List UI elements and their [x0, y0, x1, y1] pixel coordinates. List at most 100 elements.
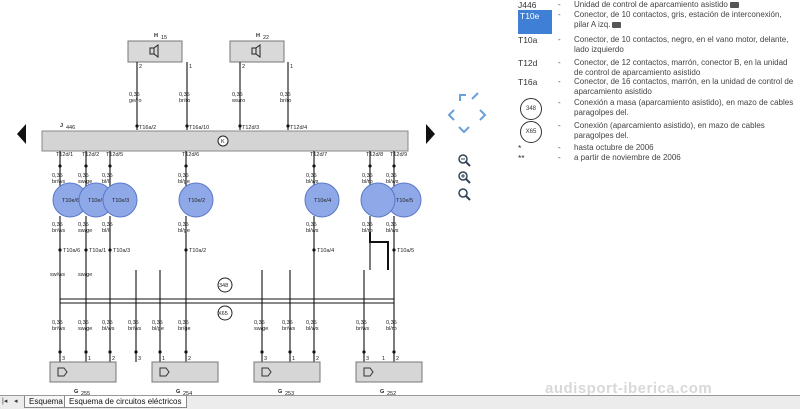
- pan-up-left-icon[interactable]: [456, 91, 472, 107]
- legend-description: Conector, de 10 contactos, gris, estació…: [574, 10, 782, 29]
- wire-color: bl/li: [102, 228, 110, 234]
- legend-dash: -: [558, 153, 561, 162]
- speaker-label: H: [154, 33, 158, 39]
- sensor-label: G: [176, 389, 180, 395]
- ground-k-letter: K: [221, 139, 225, 145]
- legend-description: Unidad de control de aparcamiento asisti…: [574, 0, 798, 10]
- sensor-pin: 3: [138, 356, 141, 362]
- tab-prev-icon[interactable]: ◂: [14, 398, 18, 405]
- connector-label: T10e/5: [396, 198, 413, 204]
- legend-description: Conexión a masa (aparcamiento asistido),…: [574, 98, 794, 117]
- legend-code[interactable]: 348: [520, 98, 542, 120]
- junction-dot: [135, 124, 139, 128]
- wire-gauge: 0,35: [102, 320, 113, 326]
- connector-t10a-label: T10a/4: [317, 248, 334, 254]
- watermark: audisport-iberica.com: [545, 380, 713, 397]
- wire-color: br/ro: [280, 98, 291, 104]
- connector-t10a-label: T10a/6: [63, 248, 80, 254]
- connector-label: T10e/4: [314, 198, 331, 204]
- wire-gauge: 0,35: [386, 222, 397, 228]
- wire-gauge: 0,35: [232, 92, 243, 98]
- wire-color: bl/ws: [306, 228, 319, 234]
- wire-gauge: 0,35: [78, 320, 89, 326]
- wire-gauge: 0,35: [306, 222, 317, 228]
- speaker-label-sub: 15: [161, 35, 167, 41]
- previous-page-icon[interactable]: [17, 124, 26, 144]
- wire-gauge: 0,35: [178, 320, 189, 326]
- legend-code[interactable]: T12d: [518, 58, 538, 68]
- pan-right-icon[interactable]: [474, 106, 490, 122]
- wire-color: bl/ws: [386, 228, 399, 234]
- wire-gauge: 0,35: [152, 320, 163, 326]
- legend-code[interactable]: X65: [520, 121, 542, 143]
- wire-gauge: 0,35: [306, 173, 317, 179]
- sensor-pin: 2: [396, 356, 399, 362]
- wire-color: bl/ws: [386, 179, 399, 185]
- unit-bottom-pin: T12d/6: [182, 152, 199, 158]
- tab-first-icon[interactable]: |◂: [2, 398, 8, 405]
- legend-dash: -: [558, 58, 561, 67]
- sensor-pin: 1: [88, 356, 91, 362]
- junction-dot: [260, 350, 264, 354]
- wire-color: bl/ro: [362, 228, 373, 234]
- wire-gauge: 0,35: [128, 320, 139, 326]
- next-page-icon[interactable]: [426, 124, 435, 144]
- junction-dot: [368, 164, 372, 168]
- junction-dot: [134, 350, 138, 354]
- unit-bottom-pin: T12d/1: [56, 152, 73, 158]
- zoom-out-icon[interactable]: [456, 152, 472, 168]
- connector-t10e: [102, 182, 138, 218]
- legend-description: a partir de noviembre de 2006: [574, 153, 681, 162]
- legend-code[interactable]: *: [518, 143, 522, 153]
- junction-dot: [108, 164, 112, 168]
- legend-code[interactable]: T16a: [518, 77, 538, 87]
- junction-dot: [84, 248, 88, 252]
- camera-icon[interactable]: [612, 21, 622, 28]
- wire-gauge: 0,35: [306, 320, 317, 326]
- wire-gauge: 0,35: [282, 320, 293, 326]
- unit-pin-label: T12d/4: [290, 125, 307, 131]
- junction-dot: [84, 350, 88, 354]
- wire-gauge: 0,35: [362, 222, 373, 228]
- wire-gauge: 0,35: [386, 320, 397, 326]
- sensor-box: [49, 361, 117, 383]
- wire-color: bl/ws: [306, 179, 319, 185]
- wire-color: br/ws: [52, 326, 65, 332]
- legend-code[interactable]: T10a: [518, 35, 538, 45]
- wire-gauge: 0,35: [52, 222, 63, 228]
- wire-color: br/ws: [128, 326, 141, 332]
- junction-dot: [185, 124, 189, 128]
- pan-down-icon[interactable]: [456, 122, 472, 138]
- sheet-tab-bar: |◂ ◂ Esquema Esquema de circuitos eléctr…: [0, 395, 800, 409]
- pan-left-icon[interactable]: [444, 106, 460, 122]
- legend-dash: -: [558, 121, 561, 130]
- unit-pin-label: T16a/10: [189, 125, 209, 131]
- legend-description: hasta octubre de 2006: [574, 143, 654, 152]
- pin-number: 2: [139, 64, 142, 70]
- legend-description: Conexión (aparcamiento asistido), en maz…: [574, 121, 765, 140]
- junction-dot: [108, 350, 112, 354]
- zoom-fit-icon[interactable]: [456, 186, 472, 202]
- tab-esquema-circuitos[interactable]: Esquema de circuitos eléctricos: [64, 396, 187, 408]
- bold-wire: [369, 232, 389, 270]
- junction-dot: [184, 248, 188, 252]
- wire-color: br/ws: [52, 228, 65, 234]
- pin-number: 1: [189, 64, 192, 70]
- wire-color: bl/ws: [102, 326, 115, 332]
- junction-dot: [184, 164, 188, 168]
- legend-code[interactable]: **: [518, 153, 525, 163]
- tab-esquema[interactable]: Esquema: [24, 396, 68, 408]
- speaker-icon: [153, 44, 159, 58]
- junction-dot: [238, 124, 242, 128]
- legend-code[interactable]: J446: [518, 0, 537, 10]
- junction-dot: [392, 248, 396, 252]
- zoom-in-icon[interactable]: [456, 169, 472, 185]
- camera-icon[interactable]: [729, 1, 739, 8]
- wire-gauge: 0,35: [78, 173, 89, 179]
- legend-code[interactable]: T10e: [518, 10, 552, 34]
- speaker-icon: [251, 47, 257, 55]
- junction-dot: [392, 164, 396, 168]
- junction-dot: [312, 350, 316, 354]
- pan-up-right-icon[interactable]: [468, 89, 484, 105]
